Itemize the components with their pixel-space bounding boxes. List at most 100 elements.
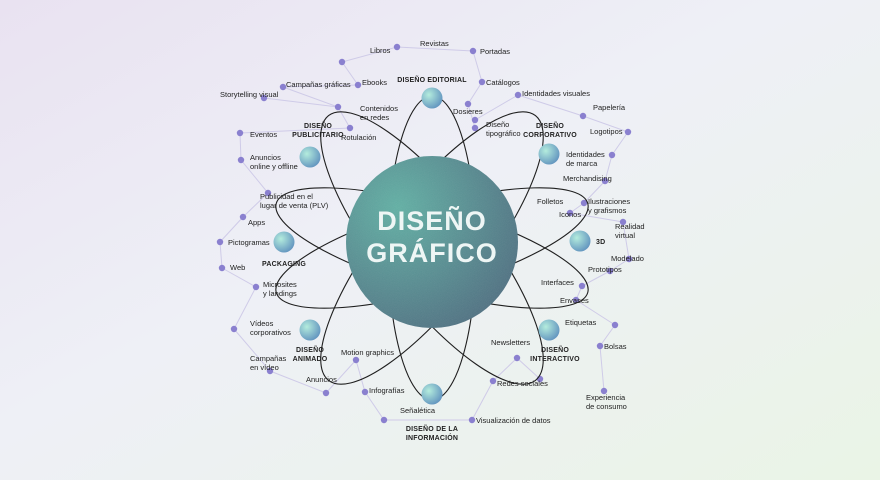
connector-dot — [566, 209, 574, 217]
item-label: Visualización de datos — [476, 416, 551, 425]
connector-dot — [252, 283, 260, 291]
core-sphere — [346, 156, 518, 328]
connector-dot — [471, 116, 479, 124]
connector-dot — [514, 91, 522, 99]
connector-line — [467, 81, 483, 105]
connector-line — [282, 84, 359, 88]
planet-corporativo — [538, 143, 560, 165]
connector-dots — [216, 43, 633, 424]
connector-line — [516, 357, 541, 380]
connector-dot — [334, 103, 342, 111]
item-label: Storytelling visual — [220, 90, 279, 99]
connector-dot — [471, 124, 479, 132]
connector-dot — [468, 416, 476, 424]
item-label: Campañas gráficas — [286, 80, 351, 89]
connector-line — [364, 391, 385, 421]
item-label: Pictogramas — [228, 238, 270, 247]
connector-line — [622, 221, 630, 260]
connector-dot — [230, 325, 238, 333]
item-label: Modelado — [611, 254, 644, 263]
connector-line — [341, 46, 398, 63]
diagram-title-line-2: GRÁFICO — [366, 237, 498, 268]
category-label-editorial: DISEÑO EDITORIAL — [397, 75, 467, 84]
diagram-title-line-1: DISEÑO — [377, 205, 487, 236]
item-label: Eventos — [250, 130, 277, 139]
connector-line — [471, 380, 494, 421]
connector-dot — [352, 356, 360, 364]
connector-line — [467, 103, 476, 129]
connector-dot — [464, 100, 472, 108]
connector-dot — [237, 156, 245, 164]
connector-line — [611, 131, 629, 156]
planet-3d — [569, 230, 591, 252]
connector-dot — [579, 112, 587, 120]
item-label: Merchandising — [563, 174, 612, 183]
connector-line — [325, 359, 357, 394]
connector-line — [337, 106, 351, 129]
item-label: Portadas — [480, 47, 510, 56]
item-label: Infografías — [369, 386, 405, 395]
connector-line — [219, 216, 244, 243]
connector-dot — [380, 416, 388, 424]
item-label: Folletos — [537, 197, 564, 206]
connector-line — [599, 345, 605, 392]
connector-dot — [606, 267, 614, 275]
connector-dot — [619, 218, 627, 226]
item-label: Bolsas — [604, 342, 627, 351]
item-label: Catálogos — [486, 78, 520, 87]
connector-dot — [266, 367, 274, 375]
item-label: Señalética — [400, 406, 436, 415]
connector-dot — [260, 94, 268, 102]
connector-dot — [361, 388, 369, 396]
item-label: Logotipos — [590, 127, 623, 136]
item-label: Interfaces — [541, 278, 574, 287]
item-label: Newsletters — [491, 338, 530, 347]
item-label: Rotulación — [341, 133, 376, 142]
planet-informacion — [421, 383, 443, 405]
connector-line — [233, 328, 271, 372]
item-label: Redes sociales — [497, 379, 548, 388]
item-label: Libros — [370, 46, 391, 55]
connector-dot — [239, 213, 247, 221]
connector-dot — [489, 377, 497, 385]
connector-line — [355, 359, 366, 393]
item-label: Ebooks — [362, 78, 387, 87]
connector-line — [609, 258, 630, 272]
item-label: Revistas — [420, 39, 449, 48]
connector-line — [604, 154, 613, 182]
connector-line — [569, 212, 624, 223]
category-planets — [273, 87, 591, 405]
connector-line — [239, 127, 351, 134]
connector-dot — [469, 47, 477, 55]
connector-line — [341, 61, 359, 86]
item-label: Motion graphics — [341, 348, 394, 357]
category-label-3d: 3D — [596, 239, 605, 246]
connector-line — [472, 50, 483, 83]
connector-line — [221, 267, 257, 288]
connector-dot — [478, 78, 486, 86]
connector-dot — [513, 354, 521, 362]
item-label: Prototipos — [588, 265, 622, 274]
connector-line — [282, 86, 339, 108]
connector-line — [240, 159, 269, 194]
planet-interactivo — [538, 319, 560, 341]
planet-editorial — [421, 87, 443, 109]
connector-dot — [338, 58, 346, 66]
connector-dot — [354, 81, 362, 89]
item-label: Iconos — [559, 210, 581, 219]
item-label: Apps — [248, 218, 265, 227]
connector-dot — [346, 124, 354, 132]
connector-dot — [600, 387, 608, 395]
connector-line — [517, 94, 584, 117]
